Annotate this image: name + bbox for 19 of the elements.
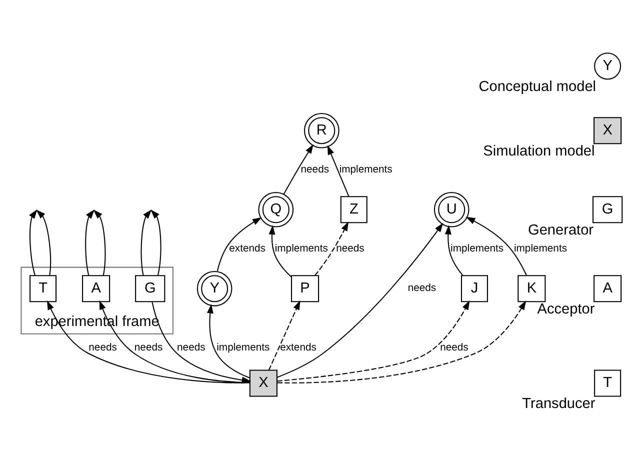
- edge-label: implements: [450, 243, 504, 254]
- edge-label: needs: [300, 164, 330, 176]
- node-label: Acceptor: [537, 300, 595, 317]
- edge-label: implements: [339, 164, 392, 176]
- edge-label: implements: [514, 243, 568, 254]
- node-label: Transducer: [522, 395, 596, 412]
- edge-label: extends: [229, 243, 266, 254]
- edge-label: implements: [216, 342, 270, 353]
- edge-label: implements: [274, 243, 328, 254]
- edge-label: needs: [440, 342, 468, 353]
- node-label: Generator: [528, 222, 594, 238]
- edge-label: needs: [134, 342, 163, 353]
- edge-label: needs: [408, 282, 436, 294]
- edge-label: extends: [280, 342, 316, 353]
- node-label: Simulation model: [483, 142, 595, 159]
- edge-label: needs: [336, 243, 364, 254]
- node-label: Conceptual model: [478, 78, 596, 94]
- edge-label: needs: [177, 342, 206, 353]
- edge-label: needs: [88, 342, 117, 353]
